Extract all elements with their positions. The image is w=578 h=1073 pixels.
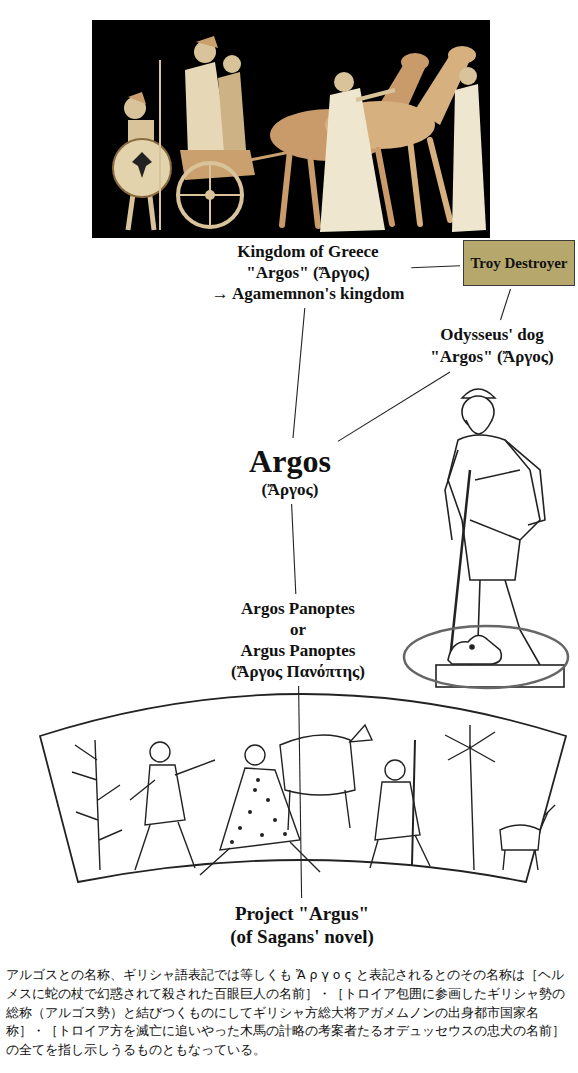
- vase-painting-part: [150, 742, 170, 762]
- vase-painting-part-part: [238, 826, 242, 830]
- node-text: Argus Panoptes: [231, 640, 365, 661]
- connector-line: [501, 289, 511, 320]
- label-group: Project "Argus"(of Sagans' novel): [226, 901, 378, 949]
- vase-painting-part: [200, 842, 320, 875]
- node-text: "Argos" (Ἄργος): [430, 346, 553, 368]
- chariot-illustration-part-part: [310, 155, 318, 226]
- node-text: Argos Panoptes: [231, 598, 365, 619]
- chariot-illustration-part: [320, 88, 385, 232]
- node-text: or: [231, 619, 365, 640]
- chariot-illustration-part: [196, 36, 218, 48]
- vase-painting-part: [72, 745, 122, 840]
- label-group: Argos PanoptesorArgus Panoptes(Ἄργος Παν…: [227, 597, 369, 683]
- chariot-illustration-part: [128, 92, 146, 104]
- statue-illustration-part: [475, 470, 520, 480]
- vase-painting-part: [370, 835, 430, 868]
- chariot-illustration-part: [401, 53, 429, 71]
- chariot-illustration-part: [92, 20, 490, 238]
- connector-line: [292, 504, 296, 594]
- node-text: Odysseus' dog: [430, 324, 553, 346]
- vase-painting-part: [288, 790, 350, 830]
- statue-illustration-part: [404, 626, 568, 688]
- statue-illustration-part: [450, 470, 470, 660]
- chariot-illustration-part-part: [282, 150, 290, 225]
- chariot-illustration-part: [459, 67, 477, 85]
- node-text: Troy Destroyer: [470, 254, 567, 272]
- vase-painting-part-part: [260, 833, 264, 837]
- statue-illustration-part: [505, 440, 545, 525]
- statue-illustration-part: [470, 645, 474, 649]
- vase-painting-part: [503, 805, 555, 870]
- vase-painting-part: [230, 778, 287, 844]
- vase-painting-part-part: [253, 788, 257, 792]
- node-text: Project "Argus": [230, 902, 374, 925]
- statue-illustration-part: [470, 520, 520, 540]
- central-label: Argos(Ἄργος): [245, 441, 335, 501]
- node-text: (of Sagans' novel): [230, 925, 374, 948]
- vase-painting-part: [130, 760, 215, 800]
- connector-line: [411, 266, 460, 268]
- chariot-illustration-part: [452, 84, 486, 232]
- info-box: Troy Destroyer: [463, 240, 575, 286]
- label-group: Kingdom of Greece"Argos" (Ἄργος)→ Agamem…: [208, 240, 409, 305]
- vase-painting-part: [470, 745, 474, 870]
- vase-painting-part: [445, 725, 495, 762]
- connector-line: [299, 686, 302, 898]
- chariot-illustration-part: [113, 139, 171, 197]
- chariot-illustration-part: [356, 90, 395, 100]
- vase-painting-part: [350, 725, 372, 742]
- node-text: Kingdom of Greece: [212, 241, 405, 262]
- chariot-illustration-part: [132, 152, 152, 178]
- vase-painting-part: [40, 694, 566, 882]
- chariot-illustration-part: [178, 163, 242, 227]
- statue-illustration-part: [448, 635, 501, 664]
- vase-painting-part-part: [273, 818, 277, 822]
- chariot-illustration-part: [218, 72, 246, 152]
- chariot-illustration-part: [223, 55, 241, 73]
- vase-painting-part-part: [248, 810, 252, 814]
- statue-illustration: [404, 389, 568, 688]
- vase-painting-part: [135, 822, 195, 870]
- vase-painting-part-part: [283, 832, 287, 836]
- vase-painting-part: [500, 825, 540, 850]
- chariot-illustration-part: [180, 194, 240, 196]
- chariot-illustration-part: [448, 46, 476, 64]
- vase-painting-part: [385, 760, 405, 780]
- node-text: Argos: [249, 442, 331, 480]
- chariot-illustration-part-part: [430, 140, 450, 220]
- vase-painting-part-part: [230, 840, 234, 844]
- chariot-illustration: [92, 20, 490, 238]
- node-text: (Ἄργος): [249, 480, 331, 500]
- label-group: Odysseus' dog"Argos" (Ἄργος): [426, 323, 557, 369]
- vase-painting-part-part: [256, 778, 260, 782]
- statue-illustration-part: [445, 450, 458, 540]
- statue-illustration-part: [505, 580, 540, 665]
- vase-painting-part: [245, 745, 265, 765]
- statue-illustration-part: [466, 420, 492, 434]
- caption-text: アルゴスとの名称、ギリシャ語表記では等しくも Ἄ ρ γ ο ς と表記されると…: [6, 966, 572, 1060]
- chariot-illustration-part: [159, 60, 161, 230]
- connector-line: [293, 308, 305, 438]
- node-text: → Agamemnon's kingdom: [212, 283, 405, 304]
- vase-painting-part: [412, 740, 415, 865]
- statue-illustration-part: [436, 665, 564, 687]
- connector-line: [338, 372, 450, 441]
- chariot-illustration-part-part: [410, 140, 420, 224]
- vase-painting-part-part: [266, 798, 270, 802]
- node-text: "Argos" (Ἄργος): [212, 262, 405, 283]
- vase-painting-part: [280, 735, 355, 795]
- node-text: (Ἄργος Πανόπτης): [231, 661, 365, 682]
- vase-painting: [40, 694, 566, 882]
- chariot-illustration-part: [334, 72, 354, 92]
